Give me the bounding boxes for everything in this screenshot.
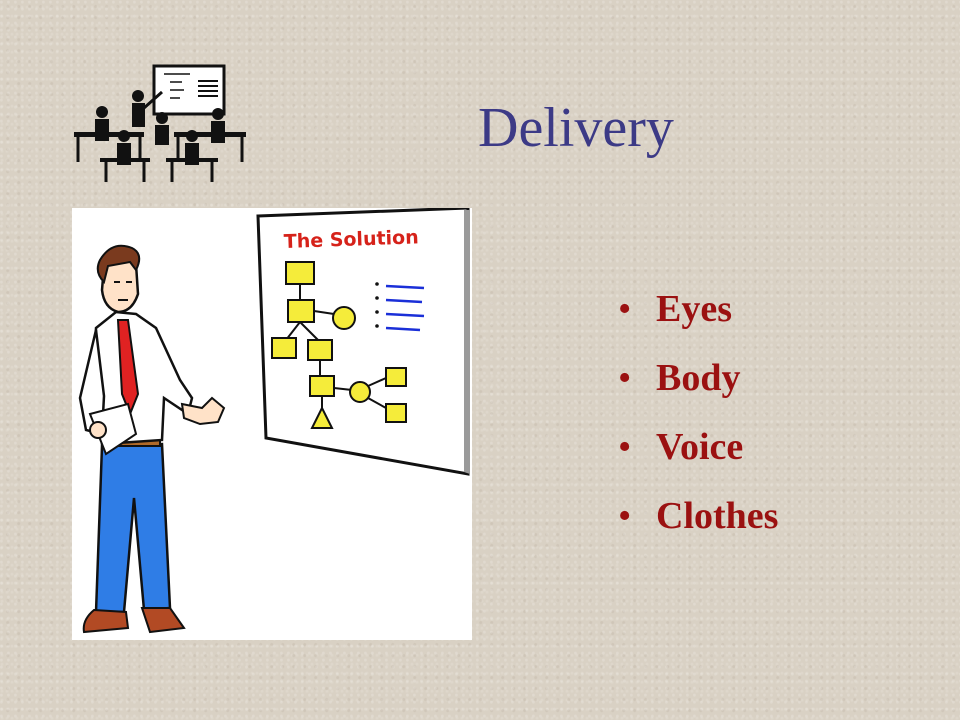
bullet-label: Clothes <box>656 495 779 537</box>
bullet-dot: • <box>618 357 632 399</box>
bullet-dot: • <box>618 426 632 468</box>
bullet-dot: • <box>618 495 632 537</box>
classroom-presentation-icon <box>74 64 246 182</box>
slide-title: Delivery <box>478 97 674 159</box>
bullet-item-body: • Body <box>618 347 778 416</box>
bullet-item-eyes: • Eyes <box>618 278 778 347</box>
bullet-list: • Eyes • Body • Voice • Clothes <box>618 278 778 554</box>
bullet-label: Voice <box>656 426 744 468</box>
bullet-dot: • <box>618 288 632 330</box>
bullet-item-voice: • Voice <box>618 416 778 485</box>
bullet-label: Body <box>656 357 741 399</box>
whiteboard-heading: The Solution <box>283 226 419 253</box>
presenter-at-whiteboard-illustration: The Solution <box>72 208 472 640</box>
bullet-label: Eyes <box>656 288 732 330</box>
bullet-item-clothes: • Clothes <box>618 485 778 554</box>
